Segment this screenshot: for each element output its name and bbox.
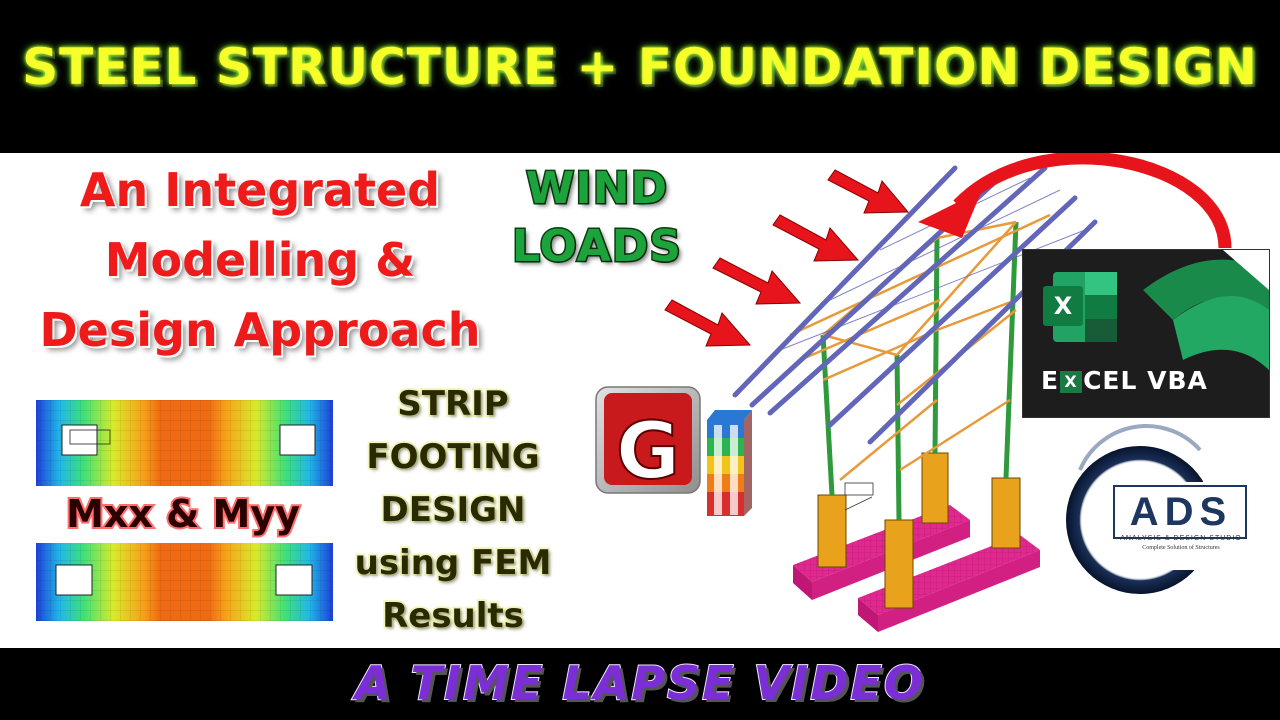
svg-text:X: X (1054, 292, 1073, 320)
integrated-approach-heading: An Integrated Modelling & Design Approac… (39, 163, 481, 357)
excel-x-icon: X (1060, 371, 1083, 393)
strip-footing-label: STRIP FOOTING DESIGN using FEM Results (353, 382, 554, 638)
building-stack-icon (707, 410, 752, 516)
red-arrow-icon (664, 169, 910, 347)
steel-frame-3d-model (732, 165, 1098, 632)
ads-logo-tagline: Complete Solution of Structures (1142, 545, 1220, 551)
mxx-myy-label: Mxx & Myy (64, 490, 302, 538)
ads-logo-subtitle: ANALYSIS & DESIGN STUDIO (1120, 535, 1242, 542)
g-software-logo-icon: G (595, 386, 701, 498)
mxx-label-background (38, 486, 328, 542)
fem-contour-mxx-plot (36, 400, 333, 486)
ads-logo-name: ADS (1129, 490, 1233, 534)
header-band (0, 0, 1280, 153)
page-title: STEEL STRUCTURE + FOUNDATION DESIGN (22, 38, 1258, 96)
svg-text:G: G (616, 407, 680, 497)
footer-caption: A TIME LAPSE VIDEO (354, 655, 925, 711)
ads-logo-icon (1066, 424, 1250, 594)
main-panel: G (0, 153, 1280, 648)
curved-red-arrow-icon (918, 153, 1232, 249)
footer-band (0, 648, 1280, 720)
wind-loads-label: WIND LOADS (511, 162, 683, 274)
fem-contour-myy-plot (36, 543, 333, 621)
